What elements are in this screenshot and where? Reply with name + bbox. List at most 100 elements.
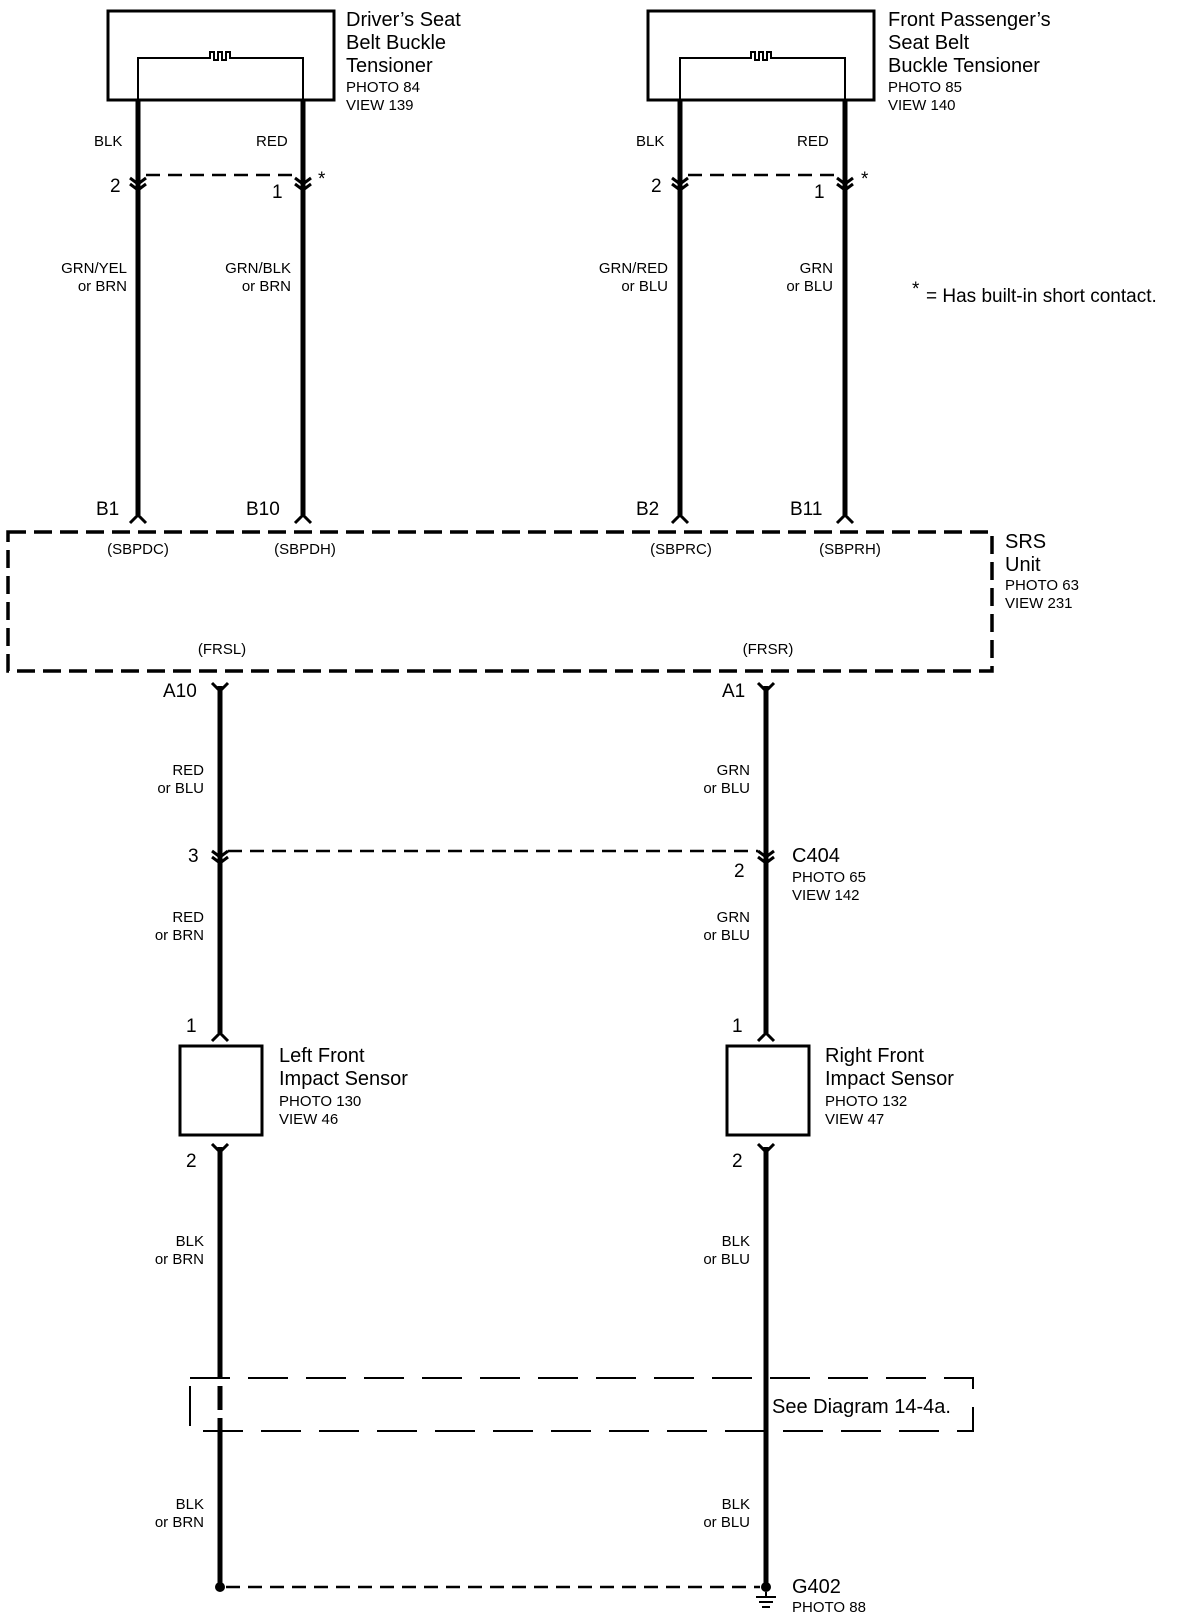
right-sensor-pin-1: 1	[732, 1016, 743, 1037]
left-wire-lower-1: RED	[172, 909, 204, 926]
c404-name: C404	[792, 845, 840, 867]
drivers-wire-right-bottom-2: or BRN	[242, 278, 291, 295]
left-sensor-photo: PHOTO 130	[279, 1093, 361, 1110]
ground-symbol-icon	[756, 1592, 776, 1608]
passenger-wire-right-bottom-2: or BLU	[786, 278, 833, 295]
srs-terminal-b10	[293, 512, 313, 525]
passenger-connector-left	[671, 176, 689, 192]
passenger-wire-left-bottom-2: or BLU	[621, 278, 668, 295]
right-sensor-pin-2: 2	[732, 1151, 743, 1172]
left-sensor-view: VIEW 46	[279, 1111, 338, 1128]
drivers-tensioner-name-1: Driver’s Seat	[346, 9, 461, 31]
left-wire-upper-1: RED	[172, 762, 204, 779]
right-wire-ground2-1: BLK	[722, 1496, 750, 1513]
left-wire-ground2-1: BLK	[176, 1496, 204, 1513]
short-contact-note: * = Has built-in short contact.	[912, 279, 1157, 307]
passenger-tensioner-box	[646, 9, 876, 102]
passenger-tensioner-view: VIEW 140	[888, 97, 956, 114]
srs-terminal-b2	[670, 512, 690, 525]
drivers-tensioner-photo: PHOTO 84	[346, 79, 420, 96]
see-diagram-callout: See Diagram 14-4a.	[189, 1377, 974, 1432]
srs-signal-sbpdh: (SBPDH)	[274, 541, 336, 558]
left-wire-ground1-2: or BRN	[155, 1251, 204, 1268]
left-sensor-terminal-1	[210, 1030, 230, 1043]
right-circuit: GRN or BLU 2 C404 PHOTO 65 VIEW 142 GRN …	[228, 686, 954, 1585]
left-wire-lower-2: or BRN	[155, 927, 204, 944]
drivers-wire-right-bottom-1: GRN/BLK	[225, 260, 291, 277]
drivers-pin-left: 2	[110, 176, 121, 197]
srs-pin-a10: A10	[163, 681, 197, 702]
left-ground-splice-dot	[215, 1582, 225, 1592]
see-diagram-box	[189, 1377, 974, 1432]
drivers-tensioner-view: VIEW 139	[346, 97, 414, 114]
right-wire-ground1-2: or BLU	[703, 1251, 750, 1268]
drivers-tensioner-name-3: Tensioner	[346, 55, 433, 77]
left-sensor-pin-1: 1	[186, 1016, 197, 1037]
see-diagram-text: See Diagram 14-4a.	[772, 1396, 951, 1418]
ground-name: G402	[792, 1576, 841, 1598]
srs-signal-sbprc: (SBPRC)	[650, 541, 712, 558]
right-sensor-view: VIEW 47	[825, 1111, 884, 1128]
left-sensor-name-1: Left Front	[279, 1045, 365, 1067]
drivers-pin-right: 1	[272, 182, 283, 203]
c404-photo: PHOTO 65	[792, 869, 866, 886]
c404-view: VIEW 142	[792, 887, 860, 904]
right-wire-lower-2: or BLU	[703, 927, 750, 944]
left-sensor-pin-2: 2	[186, 1151, 197, 1172]
srs-terminal-b11	[835, 512, 855, 525]
ground-g402: G402 PHOTO 88	[226, 1576, 866, 1616]
srs-signal-frsl: (FRSL)	[198, 641, 246, 658]
right-ground-splice-dot	[761, 1582, 771, 1592]
drivers-wire-left-top: BLK	[94, 133, 122, 150]
passenger-wire-right-bottom-1: GRN	[800, 260, 833, 277]
note-text: = Has built-in short contact.	[926, 286, 1157, 307]
right-wire-lower-1: GRN	[717, 909, 750, 926]
note-star: *	[912, 279, 920, 300]
left-circuit: RED or BLU 3 RED or BRN 1 Left Front Imp…	[155, 686, 408, 1592]
srs-unit-name-1: SRS	[1005, 531, 1046, 553]
left-sensor-box	[178, 1044, 264, 1137]
srs-unit: SRS Unit PHOTO 63 VIEW 231 B1 B10 B2 B11…	[6, 499, 1079, 702]
drivers-connector-right	[294, 176, 312, 192]
srs-pin-b10: B10	[246, 499, 280, 520]
drivers-short-mark: *	[318, 169, 326, 190]
left-wire-ground2-2: or BRN	[155, 1514, 204, 1531]
c404-pin-left: 3	[188, 846, 199, 867]
c404-pin-right: 2	[734, 861, 745, 882]
drivers-wire-right-top: RED	[256, 133, 288, 150]
passenger-tensioner-name-2: Seat Belt	[888, 32, 970, 54]
left-wire-ground1-1: BLK	[176, 1233, 204, 1250]
passenger-short-mark: *	[861, 169, 869, 190]
right-sensor-terminal-1	[756, 1030, 776, 1043]
srs-signal-sbpdc: (SBPDC)	[107, 541, 169, 558]
passenger-wire-left-bottom-1: GRN/RED	[599, 260, 668, 277]
passenger-connector-right	[836, 176, 854, 192]
drivers-connector-left	[129, 176, 147, 192]
passenger-tensioner: Front Passenger’s Seat Belt Buckle Tensi…	[599, 9, 1051, 515]
srs-terminal-b1	[128, 512, 148, 525]
passenger-wire-right-top: RED	[797, 133, 829, 150]
srs-unit-photo: PHOTO 63	[1005, 577, 1079, 594]
drivers-tensioner-element-icon	[137, 51, 304, 100]
drivers-tensioner: Driver’s Seat Belt Buckle Tensioner PHOT…	[61, 9, 461, 515]
drivers-wire-left-bottom-1: GRN/YEL	[61, 260, 127, 277]
srs-pin-a1: A1	[722, 681, 745, 702]
srs-signal-sbprh: (SBPRH)	[819, 541, 881, 558]
passenger-wire-left-top: BLK	[636, 133, 664, 150]
right-wire-upper-1: GRN	[717, 762, 750, 779]
drivers-wire-left-bottom-2: or BRN	[78, 278, 127, 295]
left-wire-upper-2: or BLU	[157, 780, 204, 797]
c404-connector-left	[211, 849, 229, 865]
right-wire-ground1-1: BLK	[722, 1233, 750, 1250]
passenger-tensioner-element-icon	[679, 51, 846, 100]
passenger-tensioner-photo: PHOTO 85	[888, 79, 962, 96]
passenger-tensioner-name-1: Front Passenger’s	[888, 9, 1051, 31]
c404-connector-right	[757, 849, 775, 865]
srs-pin-b1: B1	[96, 499, 119, 520]
srs-pin-b11: B11	[790, 499, 822, 520]
right-wire-upper-2: or BLU	[703, 780, 750, 797]
drivers-tensioner-name-2: Belt Buckle	[346, 32, 446, 54]
passenger-pin-right: 1	[814, 182, 825, 203]
left-sensor-name-2: Impact Sensor	[279, 1068, 408, 1090]
